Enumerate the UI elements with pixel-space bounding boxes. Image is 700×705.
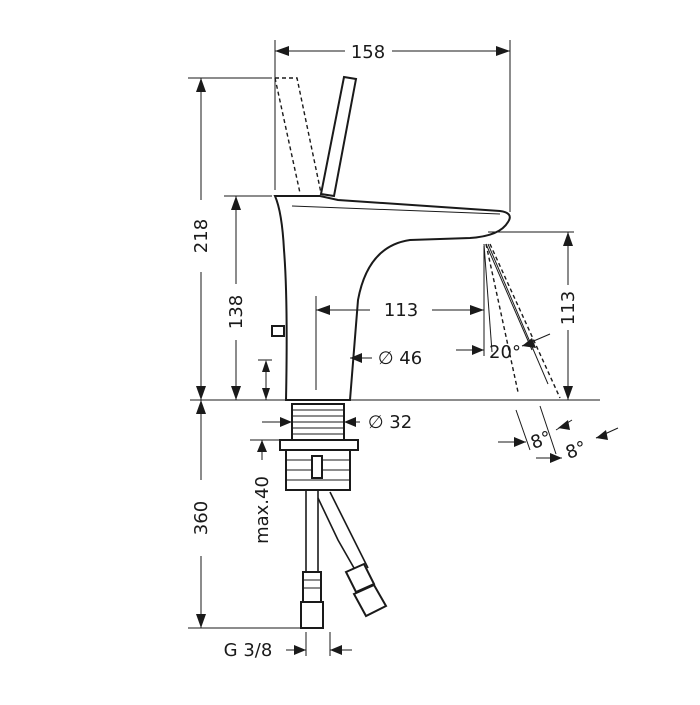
faucet-body	[190, 75, 600, 401]
dim-outlet-height: 113	[558, 291, 579, 325]
dim-angle-right: 8°	[563, 437, 589, 464]
dim-angle-left: 8°	[528, 427, 554, 454]
popup-knob	[271, 325, 285, 337]
dimension-lines	[188, 40, 619, 656]
lever-alt-position	[274, 77, 322, 194]
spray-pattern	[483, 231, 574, 399]
dim-spout-height: 138	[226, 295, 247, 329]
dim-body-diameter: ∅ 46	[378, 348, 422, 369]
dim-connection: G 3/8	[224, 640, 273, 661]
faucet-mounting	[279, 403, 388, 629]
dim-overall-width: 158	[351, 42, 385, 63]
dim-overall-height: 218	[191, 219, 212, 253]
dim-max-thickness: max.40	[252, 476, 273, 544]
dim-shank-diameter: ∅ 32	[368, 412, 412, 433]
spout-body	[273, 195, 511, 401]
dim-below-counter: 360	[191, 501, 212, 535]
dim-spray-angle: 20°	[489, 342, 521, 363]
dim-spout-reach: 113	[384, 300, 418, 321]
lever-handle	[319, 75, 358, 198]
